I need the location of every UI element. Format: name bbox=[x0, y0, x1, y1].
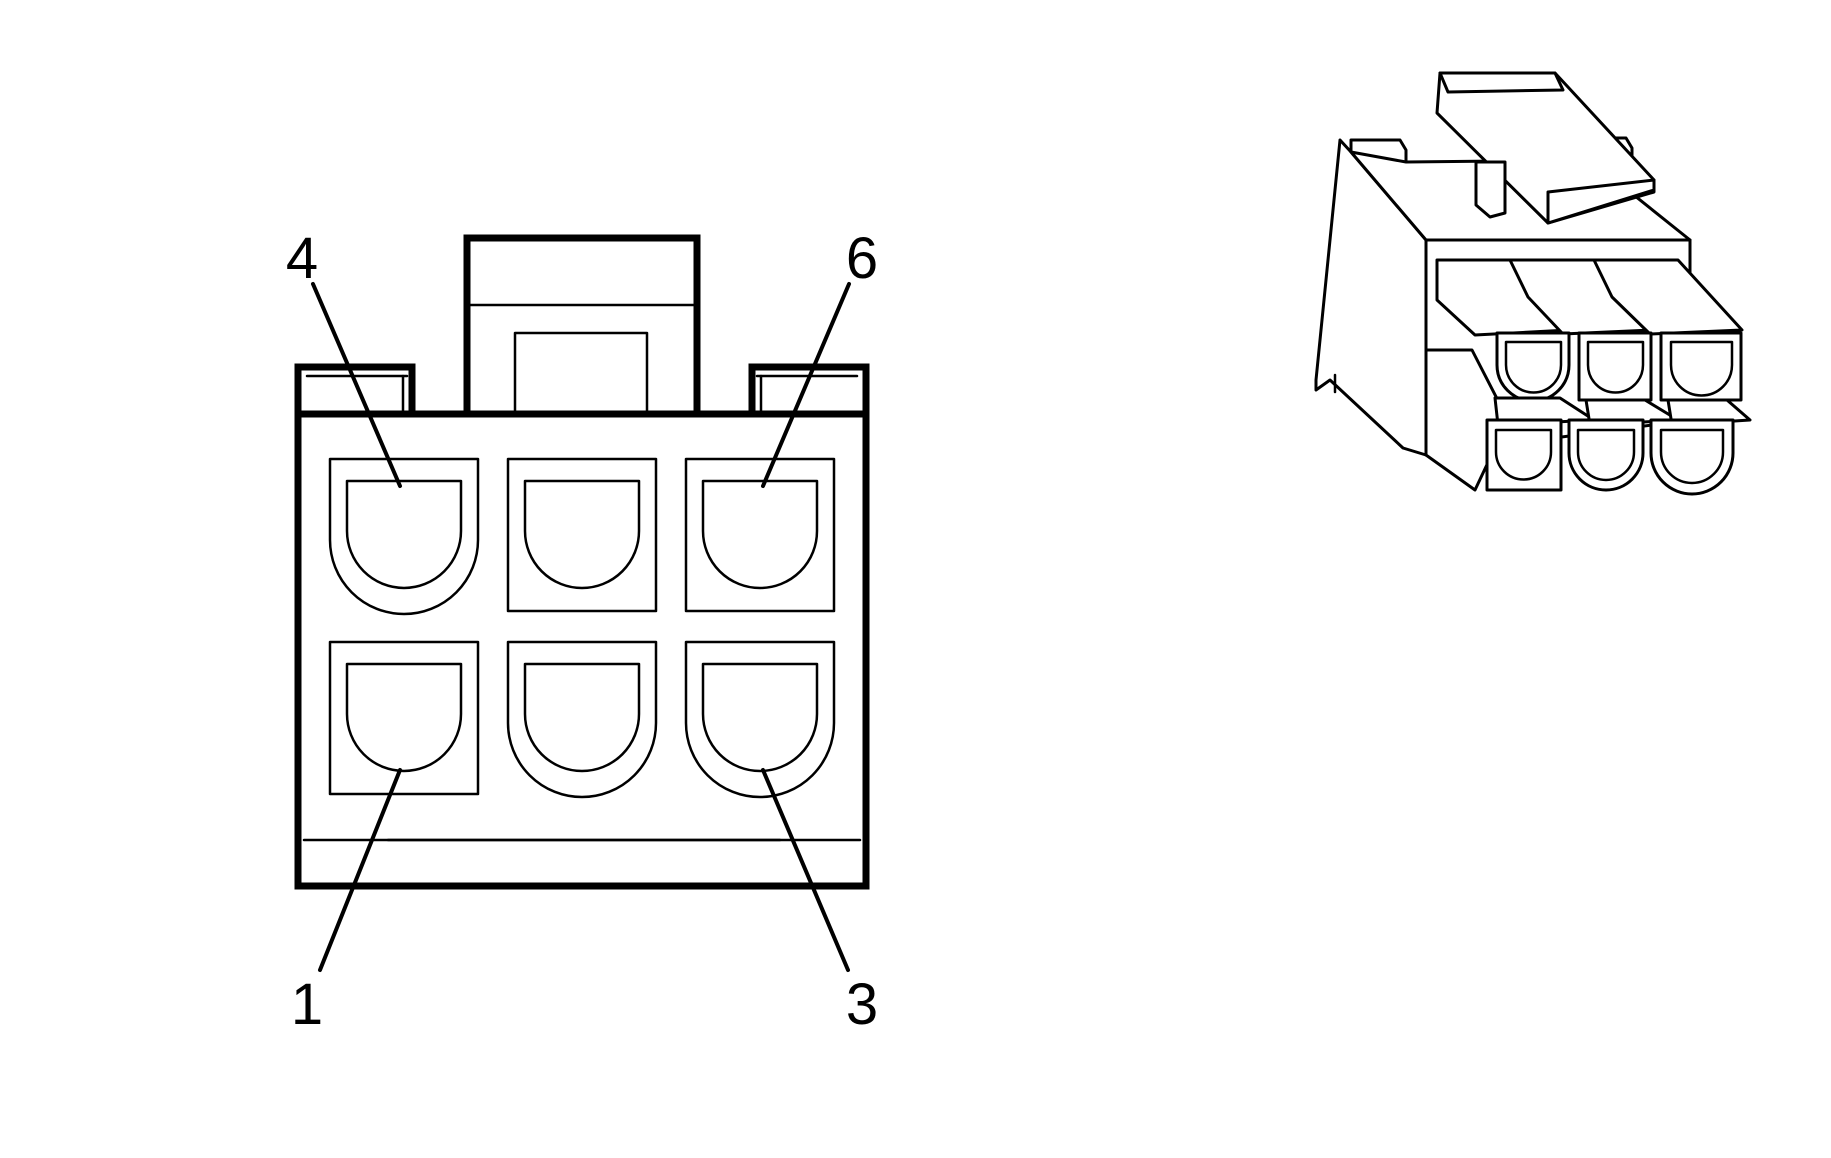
iso-cavities-bottom-row bbox=[1424, 348, 1752, 496]
cavity-pin-3 bbox=[684, 640, 836, 799]
cavity-pin-1 bbox=[328, 640, 480, 796]
right-ear bbox=[748, 363, 870, 414]
connector-iso-view bbox=[1314, 71, 1752, 496]
iso-latch bbox=[1435, 71, 1656, 225]
connector-front-view: 4 6 1 3 bbox=[286, 226, 878, 1037]
leader-pin-1 bbox=[318, 768, 402, 972]
cavity-pin-4 bbox=[328, 457, 480, 616]
leader-pin-6 bbox=[761, 282, 851, 488]
pin-label-6: 6 bbox=[846, 226, 878, 291]
pin-label-3: 3 bbox=[846, 972, 878, 1037]
leader-pin-3 bbox=[761, 768, 850, 972]
iso-cavities-top-row bbox=[1435, 258, 1744, 403]
leader-pin-4 bbox=[311, 282, 402, 488]
cavity-pin-2 bbox=[506, 640, 658, 799]
locking-latch bbox=[463, 234, 701, 416]
left-ear bbox=[294, 363, 416, 414]
pin-label-1: 1 bbox=[291, 972, 323, 1037]
cavity-pin-6 bbox=[684, 457, 836, 613]
cavity-pin-5 bbox=[506, 457, 658, 613]
connector-housing bbox=[294, 410, 870, 890]
pin-label-4: 4 bbox=[286, 226, 318, 291]
